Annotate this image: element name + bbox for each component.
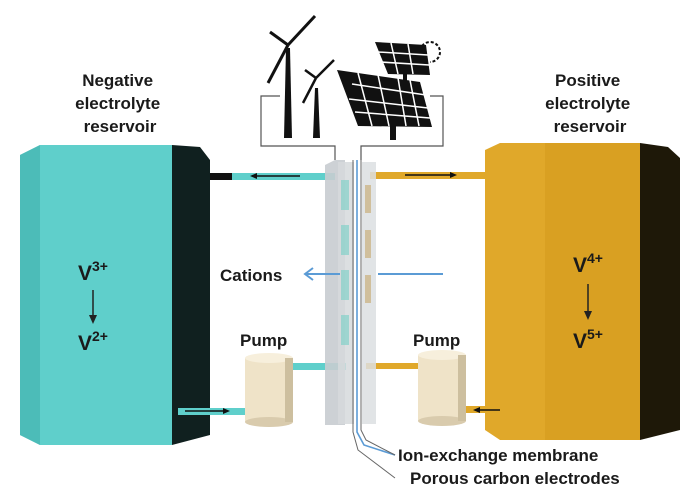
pump-right	[418, 350, 466, 426]
cations-arrow	[303, 267, 443, 281]
ion-v3: V3+	[78, 258, 108, 285]
ion-v4: V4+	[573, 250, 603, 277]
sun-icon	[421, 41, 441, 63]
reaction-arrow	[584, 284, 592, 320]
pump-left	[245, 353, 293, 427]
electrodes-label: Porous carbon electrodes	[410, 469, 620, 488]
pipes	[178, 172, 526, 415]
pump-right-label: Pump	[413, 331, 460, 350]
membrane-label: Ion-exchange membrane	[398, 446, 598, 465]
wind-turbine-icon	[266, 14, 335, 138]
solar-panel-icon	[337, 42, 432, 140]
ion-v5: V5+	[573, 326, 603, 353]
pump-left-label: Pump	[240, 331, 287, 350]
positive-electrolyte-reservoir	[485, 143, 680, 440]
negative-reservoir-title: Negative electrolyte reservoir	[75, 71, 165, 136]
negative-electrolyte-reservoir	[20, 145, 210, 445]
positive-reservoir-title: Positive electrolyte reservoir	[545, 71, 635, 136]
wire	[260, 95, 444, 160]
cell-stack	[325, 160, 376, 425]
reaction-arrow	[89, 290, 97, 324]
ion-v2: V2+	[78, 328, 108, 355]
ion-exchange-membrane	[352, 160, 396, 479]
cations-label: Cations	[220, 266, 282, 285]
